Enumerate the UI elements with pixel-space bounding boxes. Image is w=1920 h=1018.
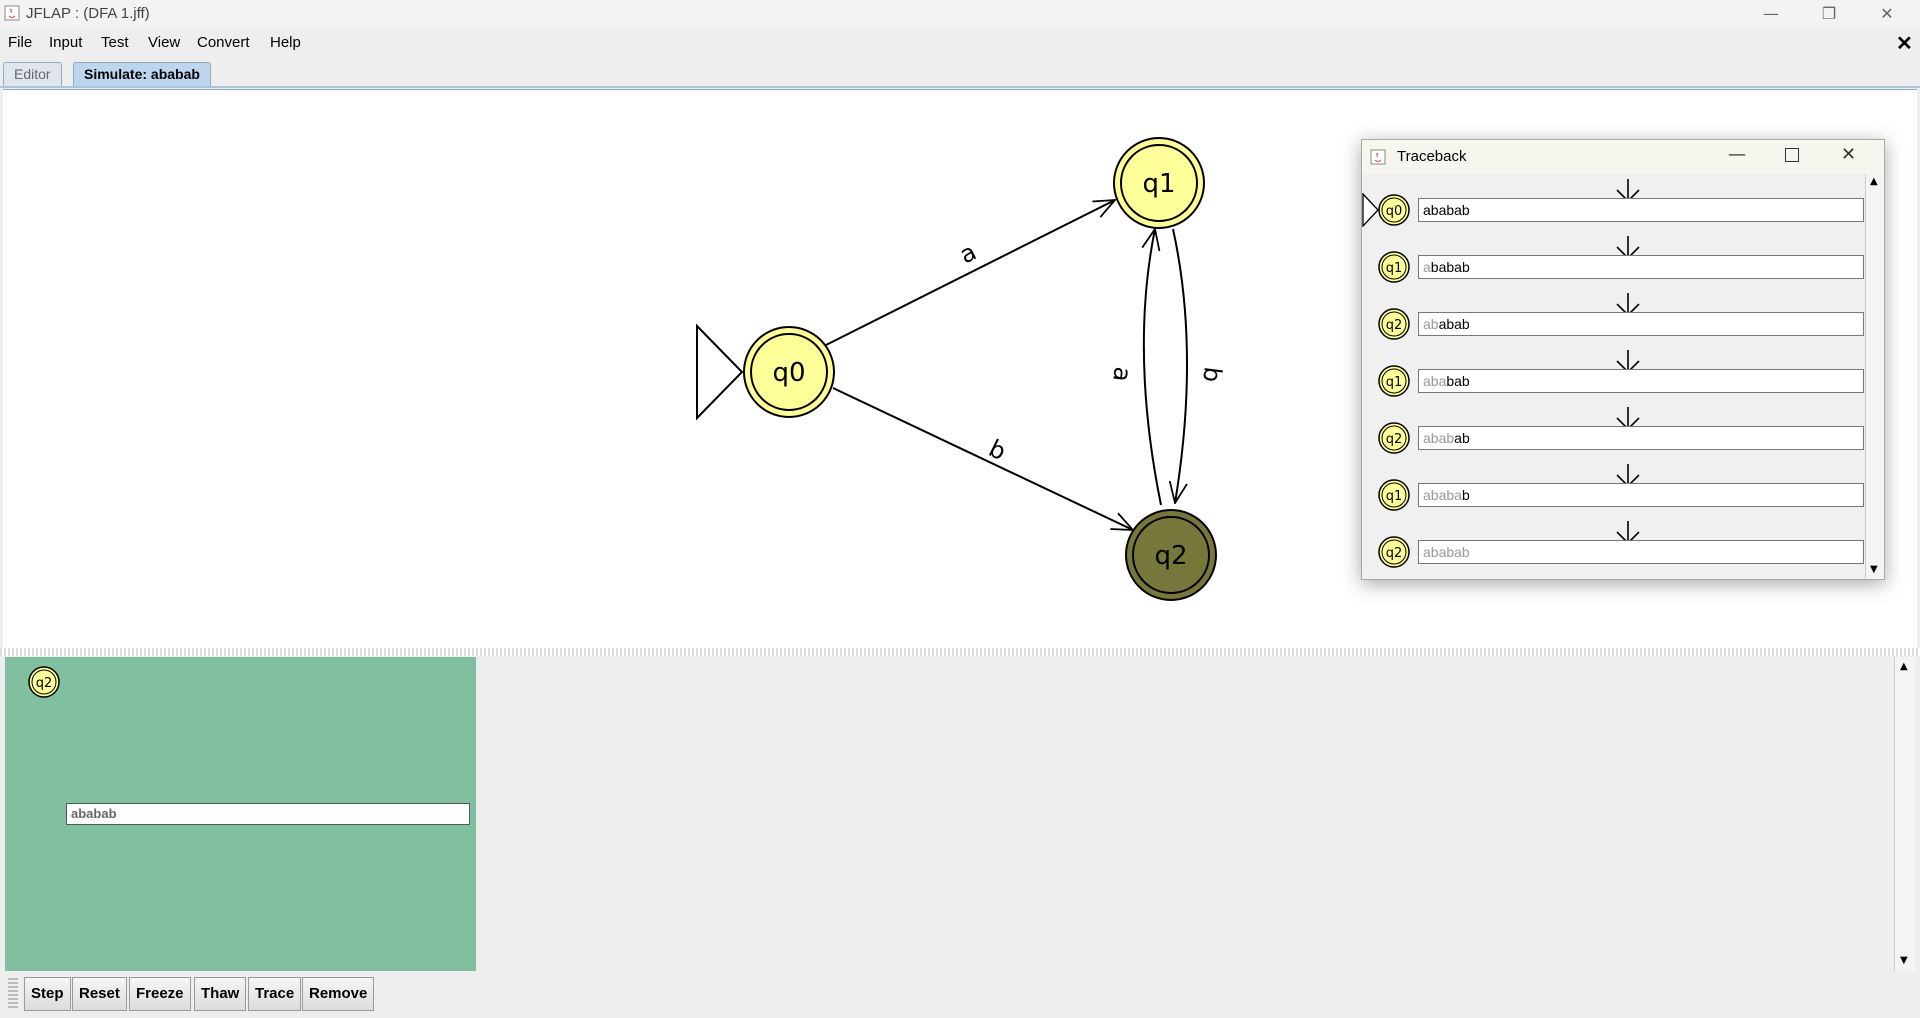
remove-button[interactable]: Remove [302,977,375,1011]
transition-label-q2-q1: a [1107,365,1137,383]
split-pane-divider[interactable] [0,648,1920,656]
configuration-panel[interactable]: q2 ababab [5,657,476,971]
trace-state-icon: q1 [1378,251,1410,283]
trace-state-label: q2 [1386,318,1403,333]
freeze-button[interactable]: Freeze [129,977,191,1011]
trace-tape-consumed: ababab [1423,544,1470,560]
trace-tape-consumed: ab [1423,316,1439,332]
trace-tape-consumed: abab [1423,430,1455,446]
minimize-button[interactable]: — [1763,4,1779,23]
state-q2[interactable]: q2 [1125,509,1217,601]
traceback-title: Traceback [1397,148,1467,165]
traceback-scrollbar[interactable]: ▲ ▼ [1865,174,1884,579]
configurations-area [476,657,1894,971]
trace-tape-remaining: ababab [1423,202,1470,218]
trace-state-label: q1 [1386,261,1403,276]
state-label-q2: q2 [1154,541,1187,571]
transition-label-q0-q1: a [955,238,981,270]
traceback-close-icon[interactable]: ✕ [1841,144,1857,165]
state-label-q1: q1 [1142,169,1175,199]
menu-view[interactable]: View [148,34,181,51]
window-title: JFLAP : (DFA 1.jff) [26,5,150,22]
thaw-button[interactable]: Thaw [194,977,247,1011]
menu-file[interactable]: File [8,34,33,51]
state-q1[interactable]: q1 [1113,137,1205,229]
close-tab-button[interactable]: ✕ [1896,33,1913,55]
trace-tape-remaining: ab [1454,430,1470,446]
java-app-icon [1370,149,1386,165]
scroll-down-icon[interactable]: ▼ [1900,955,1908,966]
automaton-graph: a b a b q0 q1 q2 [696,137,1227,601]
trace-state-icon: q1 [1378,365,1410,397]
trace-state-icon: q2 [1378,308,1410,340]
trace-tape-remaining: bab [1446,373,1470,389]
config-state-icon: q2 [28,666,60,698]
trace-tape: ababab [1418,198,1864,222]
scroll-up-icon[interactable]: ▲ [1870,176,1878,187]
reset-button[interactable]: Reset [72,977,127,1011]
configurations-scrollbar[interactable]: ▲ ▼ [1894,657,1915,971]
trace-tape: ababab [1418,312,1864,336]
trace-tape: ababab [1418,540,1864,564]
state-label-q0: q0 [772,358,805,388]
traceback-maximize-icon[interactable] [1785,148,1799,162]
trace-tape-consumed: ababa [1423,487,1462,503]
transition-q1-q2[interactable] [1173,228,1189,503]
close-window-button[interactable]: ✕ [1880,4,1894,23]
state-q0[interactable]: q0 [743,326,835,418]
menu-bar: File Input Test View Convert Help ✕ [0,28,1920,58]
trace-tape: ababab [1418,255,1864,279]
transition-q0-q1[interactable] [825,200,1115,346]
tab-simulate[interactable]: Simulate: ababab [73,62,211,86]
trace-state-label: q0 [1386,204,1403,219]
simulation-toolbar: Step Reset Freeze Thaw Trace Remove [0,972,1920,1018]
trace-initial-marker-icon [1362,193,1379,227]
trace-state-label: q1 [1386,489,1403,504]
trace-tape: ababab [1418,369,1864,393]
trace-state-icon: q1 [1378,479,1410,511]
restore-button[interactable]: ❐ [1821,4,1837,23]
transition-label-q1-q2: b [1197,365,1227,384]
trace-tape: ababab [1418,426,1864,450]
trace-tape-remaining: abab [1438,316,1470,332]
traceback-title-bar: Traceback — ✕ [1362,140,1884,174]
trace-state-label: q1 [1386,375,1403,390]
scroll-up-icon[interactable]: ▲ [1900,661,1908,672]
scroll-down-icon[interactable]: ▼ [1870,564,1878,575]
trace-button[interactable]: Trace [248,977,302,1011]
trace-state-icon: q2 [1378,422,1410,454]
initial-state-marker [696,323,744,421]
traceback-minimize-icon[interactable]: — [1728,144,1746,165]
menu-convert[interactable]: Convert [197,34,250,51]
trace-state-icon: q0 [1378,194,1410,226]
trace-state-label: q2 [1386,546,1403,561]
trace-tape-consumed: aba [1423,373,1447,389]
trace-state-icon: q2 [1378,536,1410,568]
trace-state-label: q2 [1386,432,1403,447]
config-state-label: q2 [36,676,53,691]
menu-input[interactable]: Input [49,34,83,51]
transition-q0-q2[interactable] [832,387,1133,530]
config-tape: ababab [66,803,470,825]
tab-strip: Editor Simulate: ababab [0,58,1920,88]
trace-tape-consumed: a [1423,259,1431,275]
java-app-icon [4,5,20,21]
title-bar: JFLAP : (DFA 1.jff) — ❐ ✕ [0,0,1920,28]
tab-editor[interactable]: Editor [3,62,62,86]
menu-test[interactable]: Test [101,34,129,51]
transition-q2-q1[interactable] [1144,229,1162,506]
step-button[interactable]: Step [24,977,71,1011]
trace-tape: ababab [1418,483,1864,507]
trace-tape-remaining: babab [1430,259,1470,275]
trace-tape-remaining: b [1461,487,1470,503]
toolbar-grip[interactable] [8,978,18,1010]
menu-help[interactable]: Help [270,34,301,51]
